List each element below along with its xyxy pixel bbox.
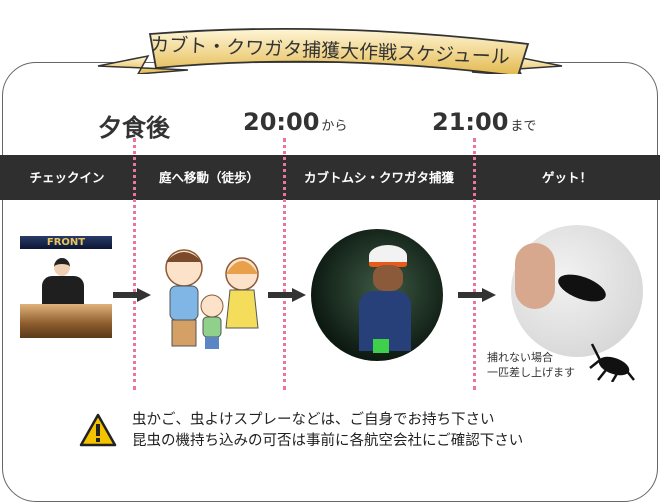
arrow-right-icon	[113, 288, 151, 302]
time-suffix: まで	[510, 119, 537, 134]
steps-bar: チェックイン 庭へ移動（徒歩） カブトムシ・クワガタ捕獲 ゲット！	[0, 155, 660, 200]
hand	[515, 243, 555, 309]
capture-photo	[311, 229, 443, 361]
arrow-right-icon	[268, 288, 306, 302]
child-face	[373, 265, 403, 291]
time-main: 21:00	[432, 108, 509, 136]
front-sign: FRONT	[20, 236, 112, 249]
front-desk-image: FRONT	[20, 236, 112, 338]
step-move: 庭へ移動（徒歩）	[158, 170, 259, 185]
warning-line: 昆虫の機持ち込みの可否は事前に各航空会社にご確認下さい	[132, 433, 524, 449]
insect-cage	[373, 339, 389, 353]
note-line: 一匹差し上げます	[487, 366, 575, 379]
arrow-right-icon	[458, 288, 496, 302]
time-suffix: から	[321, 119, 348, 134]
beetle	[554, 269, 610, 307]
desk	[20, 304, 112, 338]
cap	[369, 245, 407, 267]
warning-line: 虫かご、虫よけスプレーなどは、ご自身でお持ち下さい	[132, 412, 495, 428]
time-main: 20:00	[243, 108, 320, 136]
title-ribbon: カブト・クワガタ捕獲大作戦スケジュール	[88, 14, 572, 77]
timeline-divider	[133, 138, 136, 390]
clerk-body	[42, 276, 84, 306]
note-line: 捕れない場合	[487, 351, 553, 364]
time-after-dinner: 夕食後	[98, 108, 170, 143]
time-main: 夕食後	[98, 114, 170, 142]
step-get: ゲット！	[541, 170, 592, 185]
clerk-head	[54, 258, 70, 276]
warning-icon	[79, 413, 117, 447]
family-walking-image	[165, 249, 259, 349]
step-checkin: チェックイン	[29, 170, 105, 185]
stag-beetle-photo	[511, 225, 643, 357]
beetle-silhouette-icon	[589, 343, 635, 382]
timeline-divider	[473, 138, 476, 390]
consolation-note: 捕れない場合 一匹差し上げます	[487, 350, 575, 380]
step-capture: カブトムシ・クワガタ捕獲	[303, 170, 454, 185]
warning-text: 虫かご、虫よけスプレーなどは、ご自身でお持ち下さい 昆虫の機持ち込みの可否は事前…	[132, 410, 523, 452]
timeline-divider	[283, 138, 286, 390]
